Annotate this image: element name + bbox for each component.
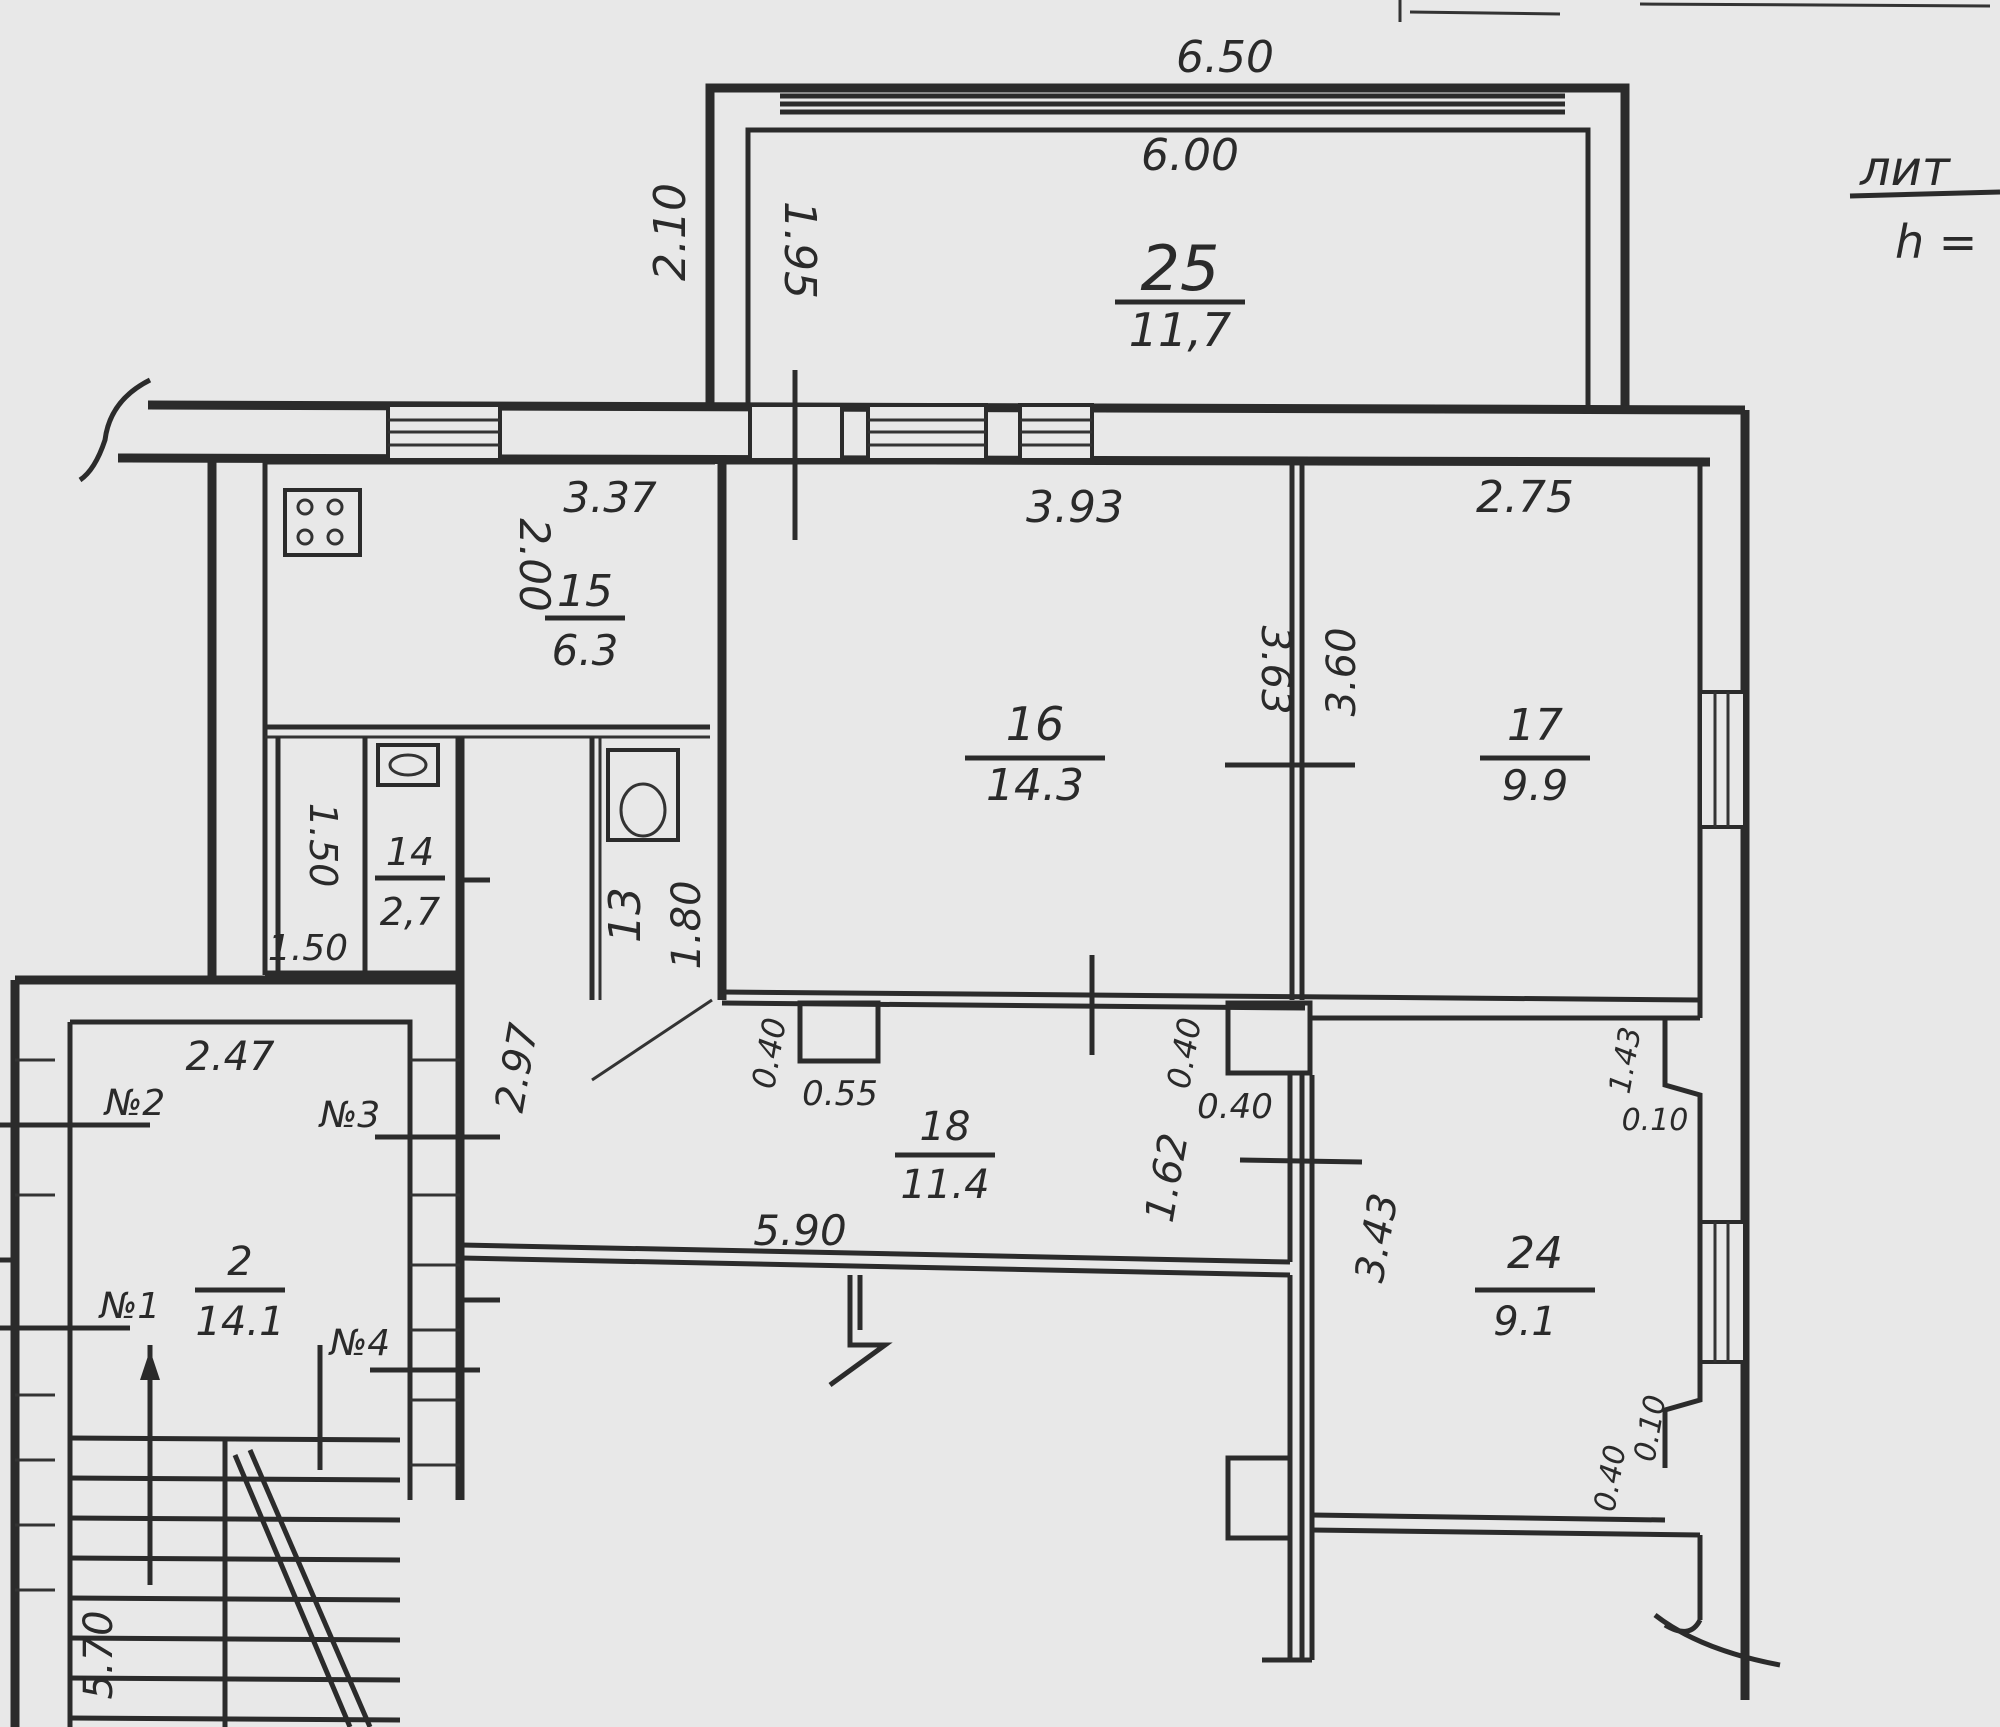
room-number: 17 [1507,700,1563,751]
dim-kitchen-depth: 2.00 [510,518,559,612]
corner-note-line1: лит [1859,141,1952,197]
balcony-walls [705,83,1630,410]
room-area: 11,7 [1129,303,1231,357]
staircase-icon [69,1435,401,1727]
dimension-labels: 6.50 6.00 2.10 1.95 3.37 2.00 3.93 3.63 … [76,32,1688,1700]
room-label-24: 24 9.1 [1475,1228,1595,1345]
dim-stair-length: 5.70 [76,1610,122,1699]
room-area: 14.3 [986,760,1084,811]
stove-icon [283,488,362,557]
up-arrow-icon [140,1345,160,1585]
room-label-13: 13 [600,887,651,943]
room-area: 11.4 [900,1162,989,1208]
dim-room16-width: 3.93 [1026,482,1124,533]
dim-wc-depth: 1.80 [664,880,710,969]
room-area: 9.9 [1502,761,1569,810]
toilet-icon [606,748,680,842]
room-number: 16 [1006,697,1065,751]
room-number: 25 [1141,232,1220,305]
dim-corridor-length: 5.90 [753,1206,847,1255]
room-number: 14 [386,830,434,874]
dim-balcony-outer-width: 6.50 [1176,32,1274,83]
dim-stair-width: 2.47 [185,1034,275,1080]
dim-room24-offset-top-b: 0.10 [1622,1103,1689,1138]
room16-walls [721,459,1701,1055]
window-right-17 [1698,690,1747,829]
room-number: 24 [1507,1228,1563,1279]
stair-block [0,975,500,1727]
corner-note-line2: h = [1895,215,1977,269]
room-label-16: 16 14.3 [965,697,1105,811]
window-1 [386,403,502,462]
room-area: 9.1 [1493,1299,1557,1345]
room-number: 15 [557,566,613,617]
room-label-15: 15 6.3 [545,566,625,675]
kitchen-walls [262,459,727,1000]
apartment-number-2: №2 [103,1083,165,1124]
apartment-number-labels: №1 №2 №3 №4 [98,1083,390,1364]
room-area: 14.1 [195,1299,284,1345]
dim-bath-width: 1.50 [268,928,348,969]
dim-kitchen-width: 3.37 [563,473,657,522]
niche-right [1225,1000,1313,1076]
washbasin-icon [376,743,440,787]
wc-door-swing [591,998,713,1082]
dim-room17-width: 2.75 [1476,472,1574,523]
room-label-18: 18 11.4 [895,1104,995,1208]
dim-balcony-outer-depth: 2.10 [645,183,696,281]
window-right-24 [1698,1220,1747,1364]
dim-balcony-inner-width: 6.00 [1141,130,1239,181]
apartment-number-3: №3 [318,1095,380,1136]
window-2 [866,403,988,462]
dim-niche-c: 0.40 [1197,1087,1273,1127]
room24-walls [1225,1015,1781,1668]
stamp-fragment [1398,0,1991,22]
dim-bath-depth: 1.50 [301,803,345,888]
room-label-17: 17 9.9 [1480,700,1590,810]
balcony-door [748,370,844,540]
room-number: 18 [920,1104,971,1150]
dim-balcony-inner-depth: 1.95 [774,201,825,299]
room-area: 6.3 [552,626,619,675]
corner-note: лит h = [1849,141,2000,269]
room-number: 13 [600,887,651,943]
room-number: 2 [227,1239,252,1285]
dim-room16-depth: 3.63 [1252,625,1298,714]
room-label-14: 14 2,7 [375,830,445,934]
room-area: 2,7 [380,890,440,934]
dim-room17-depth: 3.60 [1319,627,1365,716]
room-label-2: 2 14.1 [195,1239,285,1345]
room-label-25: 25 11,7 [1115,232,1245,357]
window-3 [1018,403,1094,462]
apartment-number-4: №4 [328,1323,390,1364]
apartment-number-1: №1 [98,1286,160,1327]
niche-left [797,1000,881,1064]
dim-niche-width: 0.55 [802,1074,878,1114]
bath-walls [265,737,602,1000]
